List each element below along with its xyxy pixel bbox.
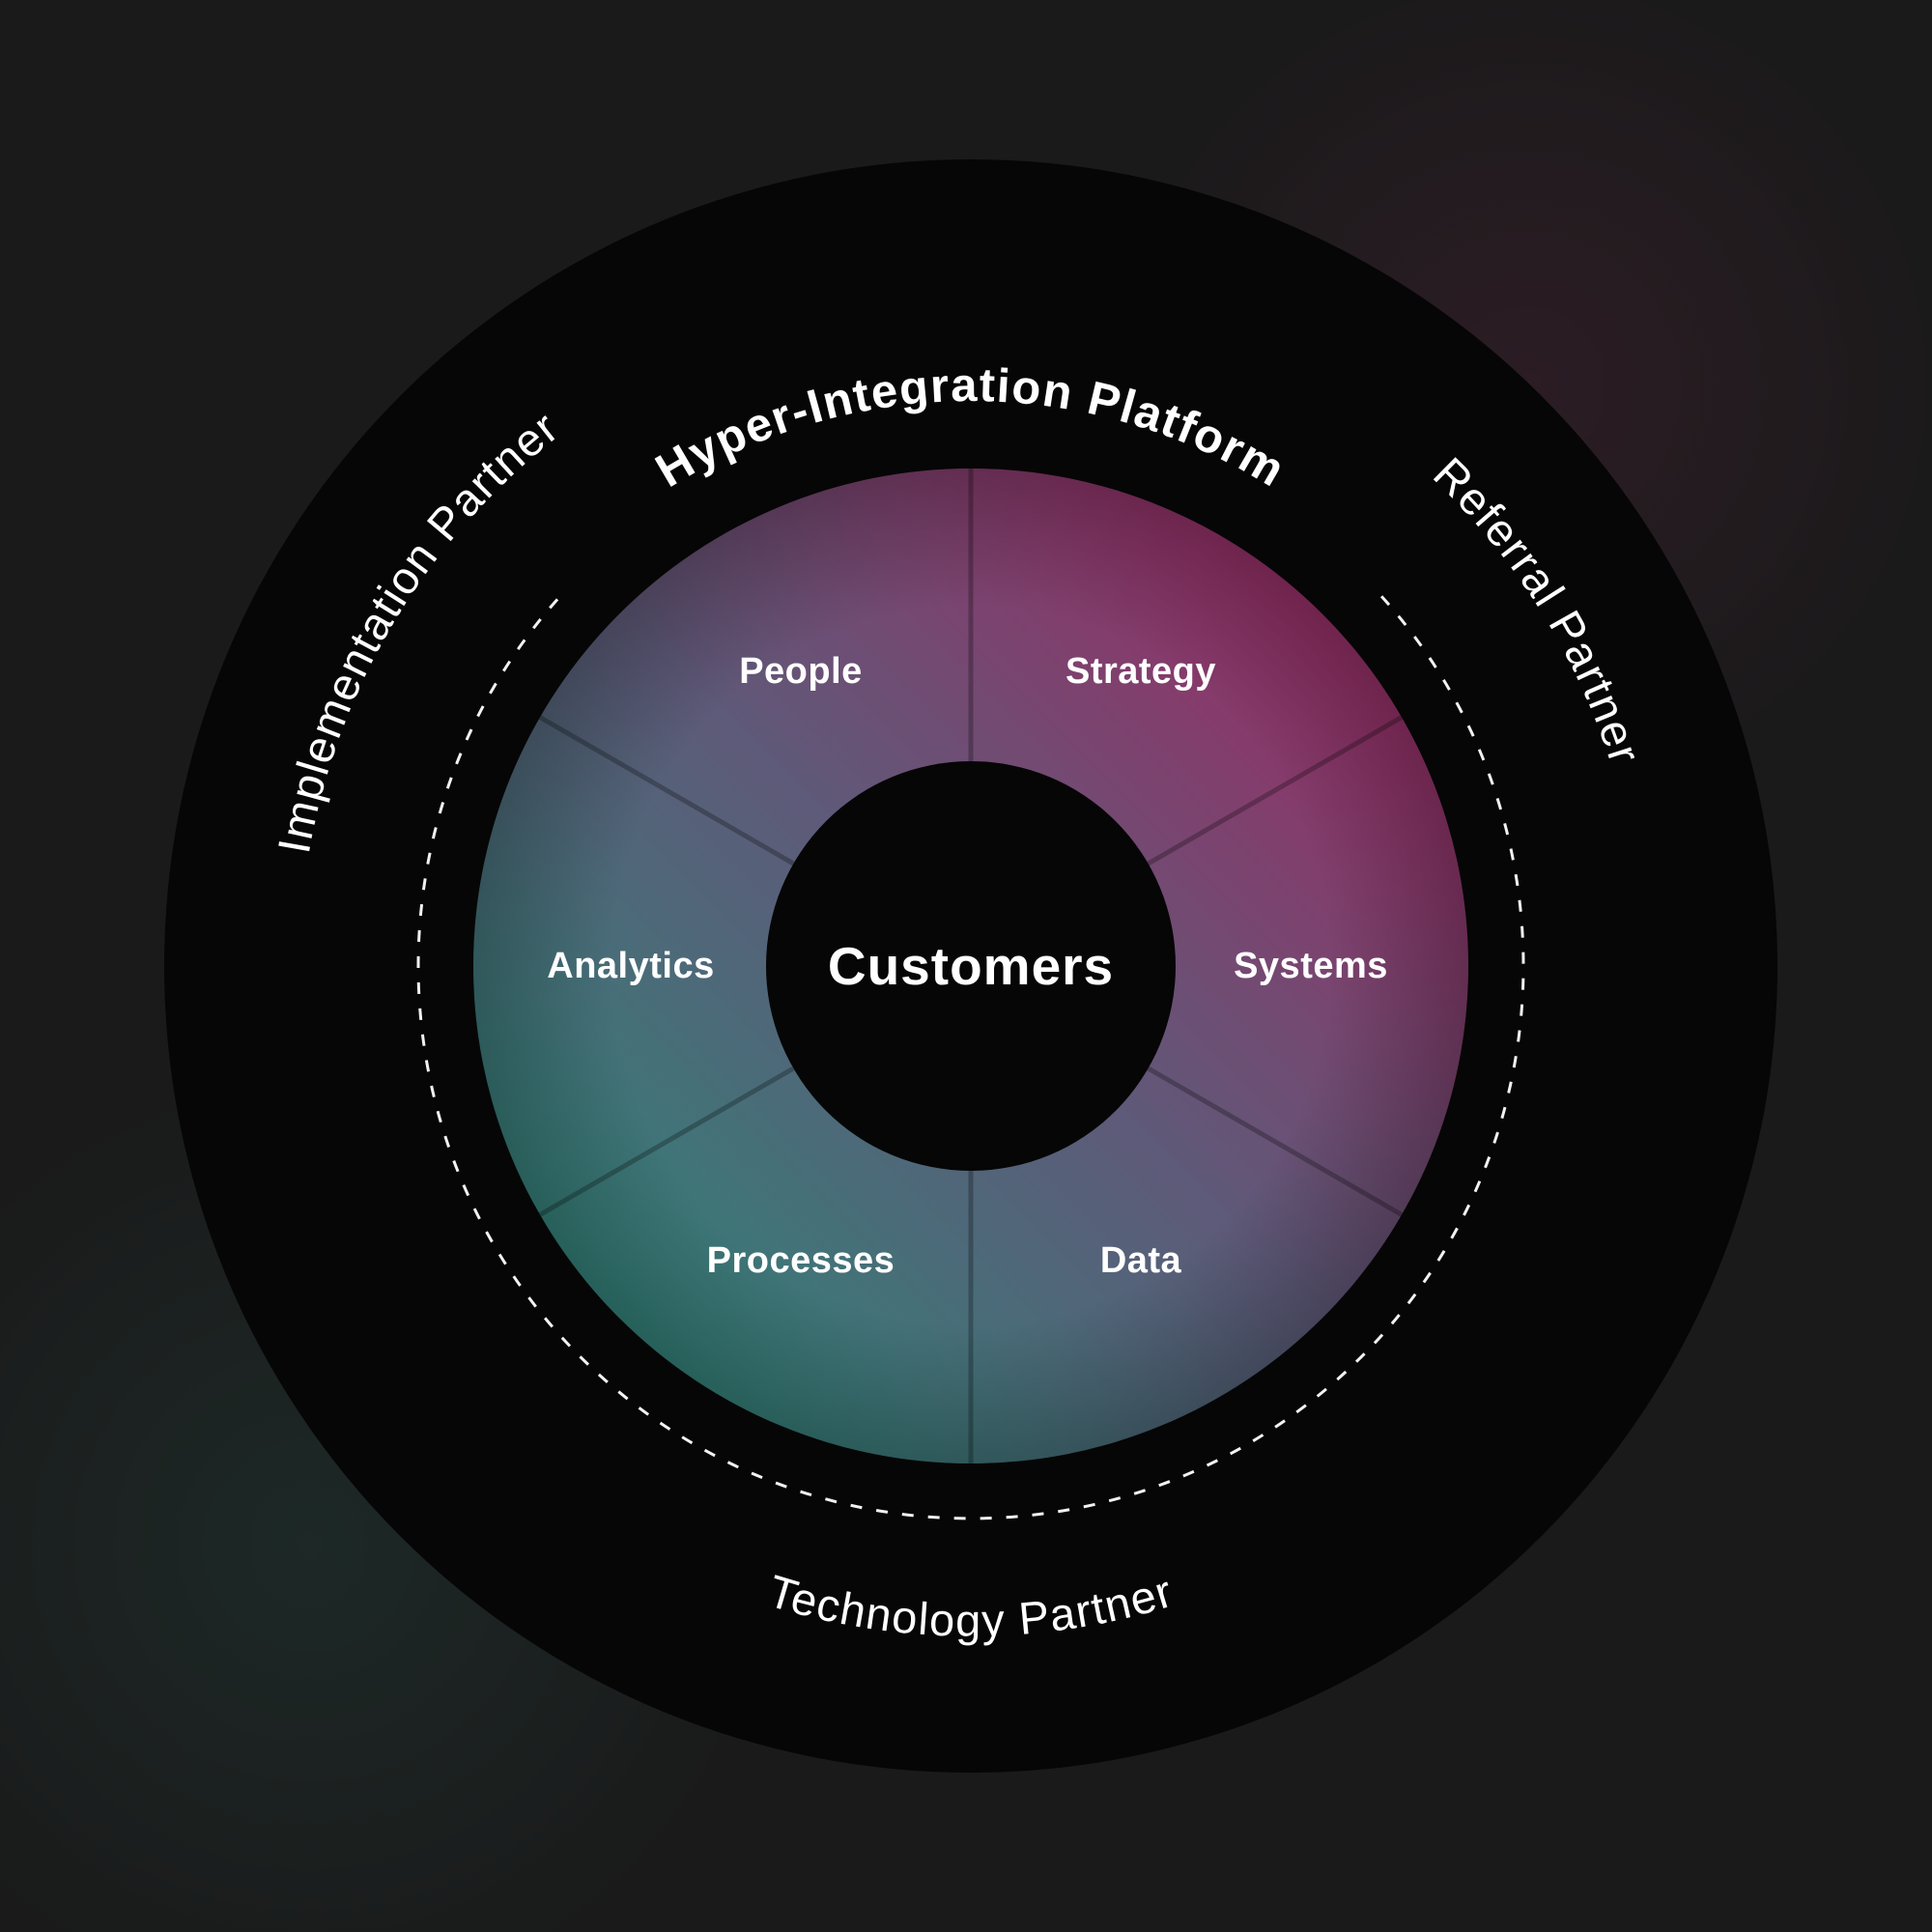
segment-label-people: People [739,651,863,692]
segment-dividers [538,469,1404,1463]
segment-label-systems: Systems [1234,946,1388,986]
segment-label-strategy: Strategy [1065,651,1216,692]
customers-label: Customers [828,936,1114,996]
divider-line [538,715,795,867]
divider-line [538,1065,795,1217]
divider-line [1147,1065,1404,1217]
center-circle [766,761,1176,1171]
segment-label-analytics: Analytics [547,946,714,986]
segment-label-processes: Processes [707,1240,895,1281]
segment-label-data: Data [1100,1240,1182,1281]
divider-line [1147,715,1404,867]
